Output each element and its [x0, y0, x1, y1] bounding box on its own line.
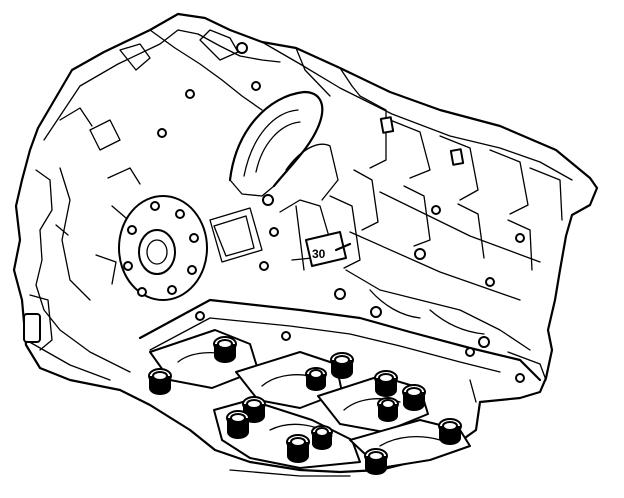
bolt — [330, 352, 354, 379]
bolt — [305, 367, 327, 391]
cap-bolts — [148, 336, 462, 475]
bolt — [311, 425, 333, 450]
curved-webbing — [228, 90, 339, 271]
bolt — [226, 410, 250, 439]
bolt — [213, 336, 237, 363]
bolt — [286, 434, 310, 463]
block-outline — [12, 12, 599, 474]
top-deck — [119, 29, 573, 181]
bolt — [438, 418, 462, 445]
bolt — [364, 448, 388, 475]
front-face — [23, 29, 281, 381]
lower-rail — [229, 347, 547, 477]
cylinder-side — [349, 95, 563, 301]
bolt — [377, 397, 399, 422]
center-web: 30 — [209, 195, 361, 271]
bolt — [374, 370, 398, 397]
bolt — [148, 368, 172, 395]
bolt — [402, 384, 426, 411]
lower-main-area — [138, 269, 542, 382]
callout-label: 30 — [312, 247, 326, 261]
crank-flange — [118, 128, 208, 301]
